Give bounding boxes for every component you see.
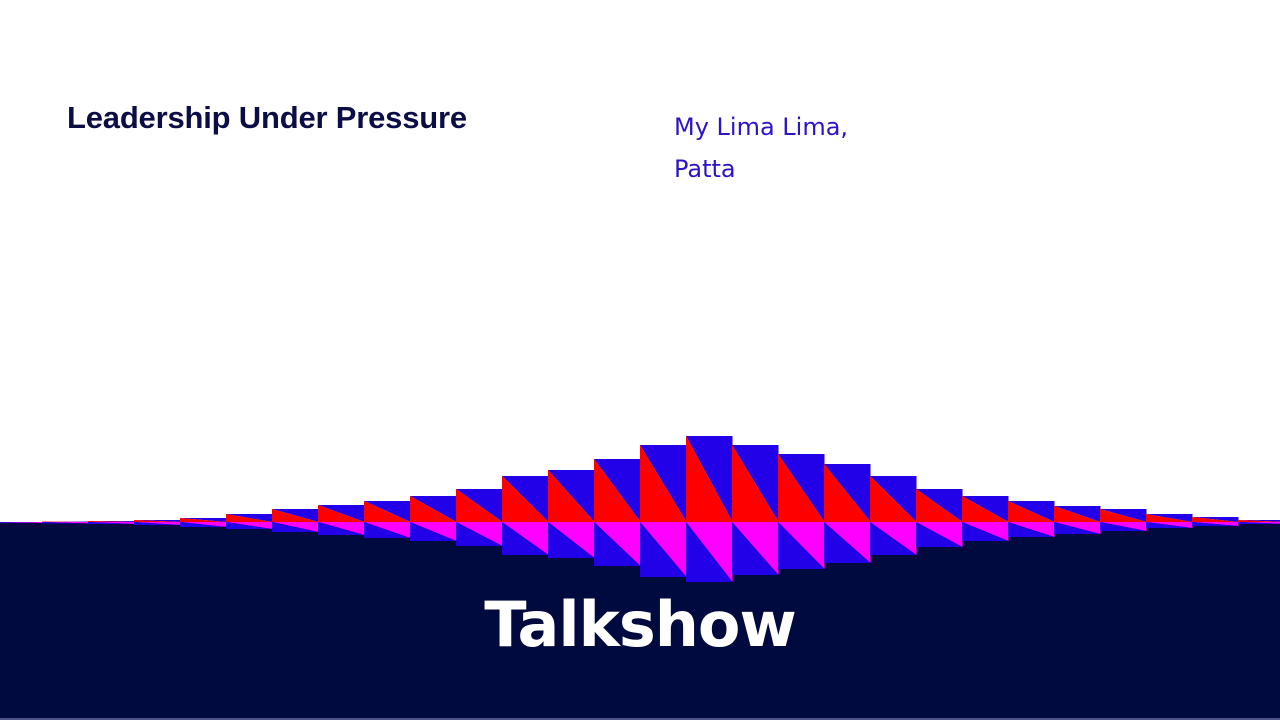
show-title: Talkshow (484, 588, 797, 661)
wave-triangle (778, 522, 825, 569)
wave-triangle (88, 521, 135, 522)
wave-triangle (180, 518, 227, 522)
wave-triangle (410, 496, 457, 522)
wave-triangle (594, 459, 641, 522)
wave-triangle (1192, 517, 1239, 522)
wave-triangle (870, 522, 917, 555)
wave-triangle (272, 509, 319, 522)
wave-triangle (318, 522, 365, 535)
wave-triangle (962, 522, 1009, 541)
wave-triangle (916, 489, 963, 522)
slide-title: Leadership Under Pressure (67, 100, 467, 135)
speaker-line-1: My Lima Lima, (674, 113, 849, 141)
wave-triangle (1100, 509, 1147, 522)
wave-triangle (502, 522, 549, 555)
wave-triangle (88, 522, 135, 524)
wave-triangle (732, 522, 779, 575)
wave-triangle (1054, 522, 1101, 534)
wave-triangle (1008, 501, 1055, 522)
wave-triangle (548, 522, 595, 558)
wave-triangle (824, 522, 871, 563)
wave-triangle (0, 522, 43, 523)
wave-triangle (778, 454, 825, 522)
wave-triangle (318, 505, 365, 522)
wave-triangle (1238, 520, 1280, 522)
wave-triangle (226, 514, 273, 522)
wave-triangle (916, 522, 963, 547)
wave-triangle (456, 522, 503, 546)
wave-triangle (42, 522, 89, 524)
wave-triangle (272, 522, 319, 532)
wave-triangle (502, 476, 549, 522)
wave-triangle (1238, 522, 1280, 524)
wave-triangle (364, 501, 411, 522)
wave-triangle (364, 522, 411, 538)
wave-triangle (134, 522, 181, 525)
wave-triangle (962, 496, 1009, 522)
wave-triangle (870, 476, 917, 522)
bottom-edge-line (0, 718, 1280, 720)
wave-triangle (732, 445, 779, 522)
wave-triangle (0, 522, 43, 523)
wave-triangle (548, 470, 595, 522)
wave-triangle (226, 522, 273, 529)
wave-triangle (1238, 522, 1280, 524)
wave-triangle (1008, 522, 1055, 537)
wave-triangle (640, 445, 687, 522)
wave-triangle (410, 522, 457, 541)
wave-triangle (180, 522, 227, 527)
wave-triangle (1238, 520, 1280, 522)
wave-triangle (1054, 506, 1101, 522)
speaker-line-2: Patta (674, 155, 736, 183)
wave-triangle (42, 521, 89, 522)
wave-triangle (640, 522, 687, 577)
wave-triangle (686, 436, 733, 522)
wave-triangle (594, 522, 641, 566)
wave-triangle (1100, 522, 1147, 531)
wave-triangle (134, 520, 181, 522)
wave-triangle (1146, 522, 1193, 528)
wave-triangle (686, 522, 733, 582)
wave-triangle (1146, 514, 1193, 522)
wave-triangle (824, 464, 871, 522)
wave-triangle (1192, 522, 1239, 526)
wave-triangle (456, 489, 503, 522)
speaker-names: My Lima Lima, Patta (674, 106, 848, 190)
